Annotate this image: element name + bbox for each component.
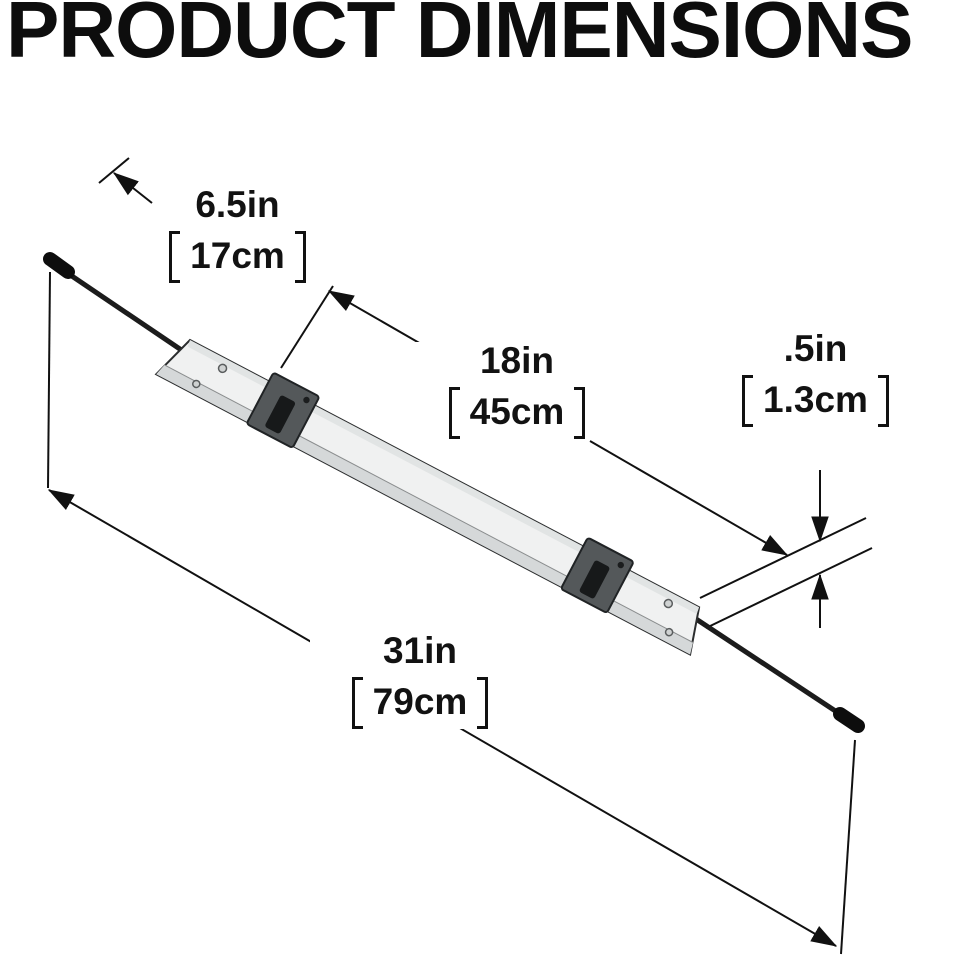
right-bracket — [294, 230, 306, 283]
dim-metric-bracketed: 45cm — [407, 386, 627, 439]
left-bracket — [742, 374, 754, 427]
rod-line — [688, 612, 848, 721]
dim-inches-value: 6.5in — [195, 184, 280, 225]
dim-label-rod-extension: 6.5in 17cm — [130, 184, 345, 283]
dim-rod-extension-lines — [98, 157, 153, 204]
dim-metric-bracketed: 17cm — [130, 230, 345, 283]
dim-metric-value: 1.3cm — [763, 379, 868, 421]
dim-label-overall-length: 31in 79cm — [310, 630, 530, 729]
clamp-hole — [617, 561, 624, 569]
mounting-hole — [663, 598, 674, 609]
dimension-line — [327, 290, 429, 349]
left-bracket — [351, 676, 363, 729]
bar-body — [154, 338, 701, 657]
clamp-right — [560, 537, 634, 614]
dim-metric-value: 45cm — [469, 391, 565, 433]
left-bracket — [448, 386, 460, 439]
dim-metric-value: 79cm — [372, 681, 468, 723]
dim-thickness-lines — [699, 470, 873, 629]
extension-line — [98, 157, 130, 184]
tension-rod-right — [688, 612, 865, 733]
mounting-hole — [217, 363, 228, 374]
rod-end-cap — [43, 252, 75, 279]
dimension-line — [112, 172, 153, 204]
clamp-left — [246, 372, 320, 448]
dim-metric-bracketed: 79cm — [310, 676, 530, 729]
bar-top-band — [187, 340, 700, 614]
clamp-slot — [579, 560, 610, 599]
plate-plane-line — [699, 517, 867, 599]
dimension-line — [589, 440, 789, 556]
left-bracket — [169, 230, 181, 283]
right-bracket — [877, 374, 889, 427]
dim-bar-length-lines — [280, 285, 789, 556]
clamp-slot — [265, 395, 296, 434]
dim-inches-value: 18in — [479, 340, 555, 381]
clamp-hole — [303, 396, 310, 404]
dim-metric-bracketed: 1.3cm — [708, 374, 923, 427]
extension-line — [47, 271, 51, 489]
right-bracket — [477, 676, 489, 729]
mounting-hole — [192, 379, 201, 389]
plate-plane-line — [705, 547, 873, 629]
right-bracket — [574, 386, 586, 439]
extension-line — [280, 285, 334, 369]
page-title: PRODUCT DIMENSIONS — [6, 0, 914, 74]
dim-inches-value: .5in — [783, 328, 848, 369]
dim-label-bar-thickness: .5in 1.3cm — [708, 328, 923, 427]
dim-label-bar-length: 18in 45cm — [407, 340, 627, 439]
rod-end-cap — [833, 707, 865, 733]
dim-metric-value: 17cm — [190, 235, 285, 277]
mounting-hole — [664, 627, 674, 637]
extension-line — [840, 739, 856, 955]
dim-inches-value: 31in — [382, 630, 458, 671]
